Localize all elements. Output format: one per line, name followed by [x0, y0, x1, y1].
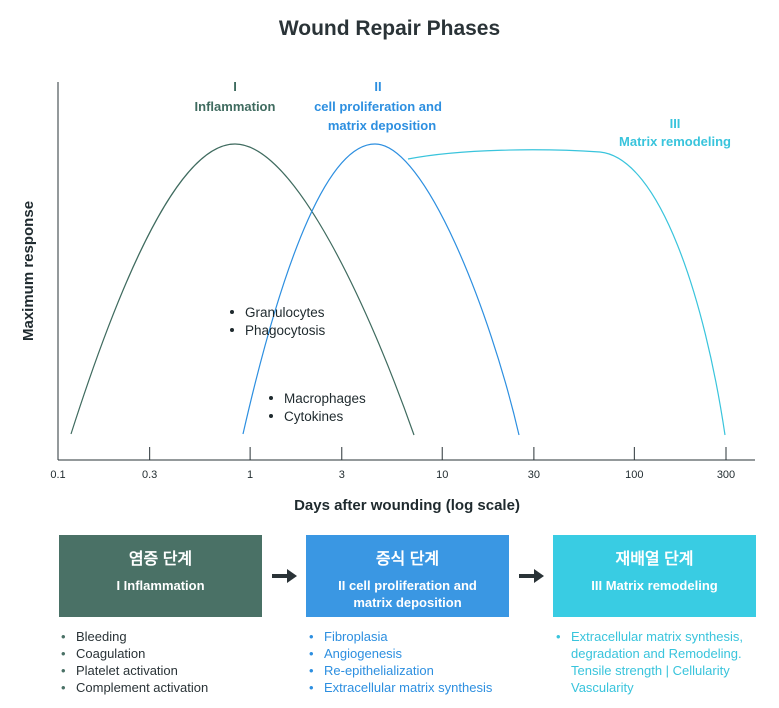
phase2-english-title-line2: matrix deposition [353, 595, 462, 610]
phase1-korean-title: 염증 단계 [128, 551, 193, 568]
phase3-english-title: III Matrix remodeling [591, 578, 718, 593]
x-tick-label: 1 [247, 469, 253, 481]
x-tick-label: 0.1 [50, 469, 65, 481]
phase1-label-num: I [233, 79, 237, 94]
phase2-label-line1: cell proliferation and [314, 99, 442, 114]
phase2-label-num: II [374, 79, 381, 94]
phase3-label-num: III [670, 116, 681, 131]
phase1-list: Bleeding Coagulation Platelet activation… [59, 628, 208, 696]
x-tick-label: 0.3 [142, 469, 157, 481]
wound-repair-chart: 0.1 0.3 1 3 10 30 100 300 I Inflammation II cel… [20, 79, 755, 514]
phase2-list: Fibroplasia Angiogenesis Re-epithelializ… [307, 628, 492, 696]
bullet-dot [269, 414, 273, 418]
list-item-continuation: Tensile strength | Cellularity [571, 663, 730, 678]
page-title: Wound Repair Phases [278, 17, 501, 40]
y-axis-title: Maximum response [20, 201, 37, 341]
phase2-box: 증식 단계 II cell proliferation and matrix d… [306, 535, 509, 617]
phase2-label-line2: matrix deposition [328, 118, 436, 133]
proliferation-curve [242, 143, 520, 436]
x-tick-label: 300 [717, 469, 735, 481]
list-item: Extracellular matrix synthesis, [554, 628, 774, 645]
x-tick-label: 3 [339, 469, 345, 481]
annotation-phagocytosis: Phagocytosis [245, 323, 326, 338]
phase3-korean-title: 재배열 단계 [615, 551, 694, 568]
arrow-right-icon [272, 569, 297, 583]
x-tick-label: 10 [436, 469, 448, 481]
remodeling-curve [407, 149, 726, 436]
annotation-granulocytes: Granulocytes [245, 305, 325, 320]
arrow-right-icon [519, 569, 544, 583]
list-item: Complement activation [59, 679, 208, 696]
list-item: Fibroplasia [307, 628, 492, 645]
annotation-cytokines: Cytokines [284, 409, 344, 424]
phase3-list: Extracellular matrix synthesis, degradat… [554, 628, 774, 696]
list-item: Extracellular matrix synthesis [307, 679, 492, 696]
list-item: Angiogenesis [307, 645, 492, 662]
list-item: Platelet activation [59, 662, 208, 679]
list-item-continuation: Vascularity [571, 680, 634, 695]
x-tick-label: 30 [528, 469, 540, 481]
phase1-english-title: I Inflammation [116, 578, 205, 593]
list-item-continuation: degradation and Remodeling. [571, 646, 742, 661]
phase3-box: 재배열 단계 III Matrix remodeling [553, 535, 756, 617]
x-tick-label: 100 [625, 469, 643, 481]
list-item: Bleeding [59, 628, 208, 645]
list-item: Re-epithelialization [307, 662, 492, 679]
inflammation-curve [70, 143, 415, 436]
phase2-korean-title: 증식 단계 [375, 551, 440, 568]
phase3-label-name: Matrix remodeling [619, 134, 731, 149]
x-axis-title: Days after wounding (log scale) [294, 497, 520, 514]
annotation-macrophages: Macrophages [284, 391, 366, 406]
bullet-dot [230, 310, 234, 314]
bullet-dot [269, 396, 273, 400]
phase1-box: 염증 단계 I Inflammation [59, 535, 262, 617]
bullet-dot [230, 328, 234, 332]
phase2-english-title-line1: II cell proliferation and [338, 578, 477, 593]
phase1-label-name: Inflammation [195, 99, 276, 114]
list-item: Coagulation [59, 645, 208, 662]
